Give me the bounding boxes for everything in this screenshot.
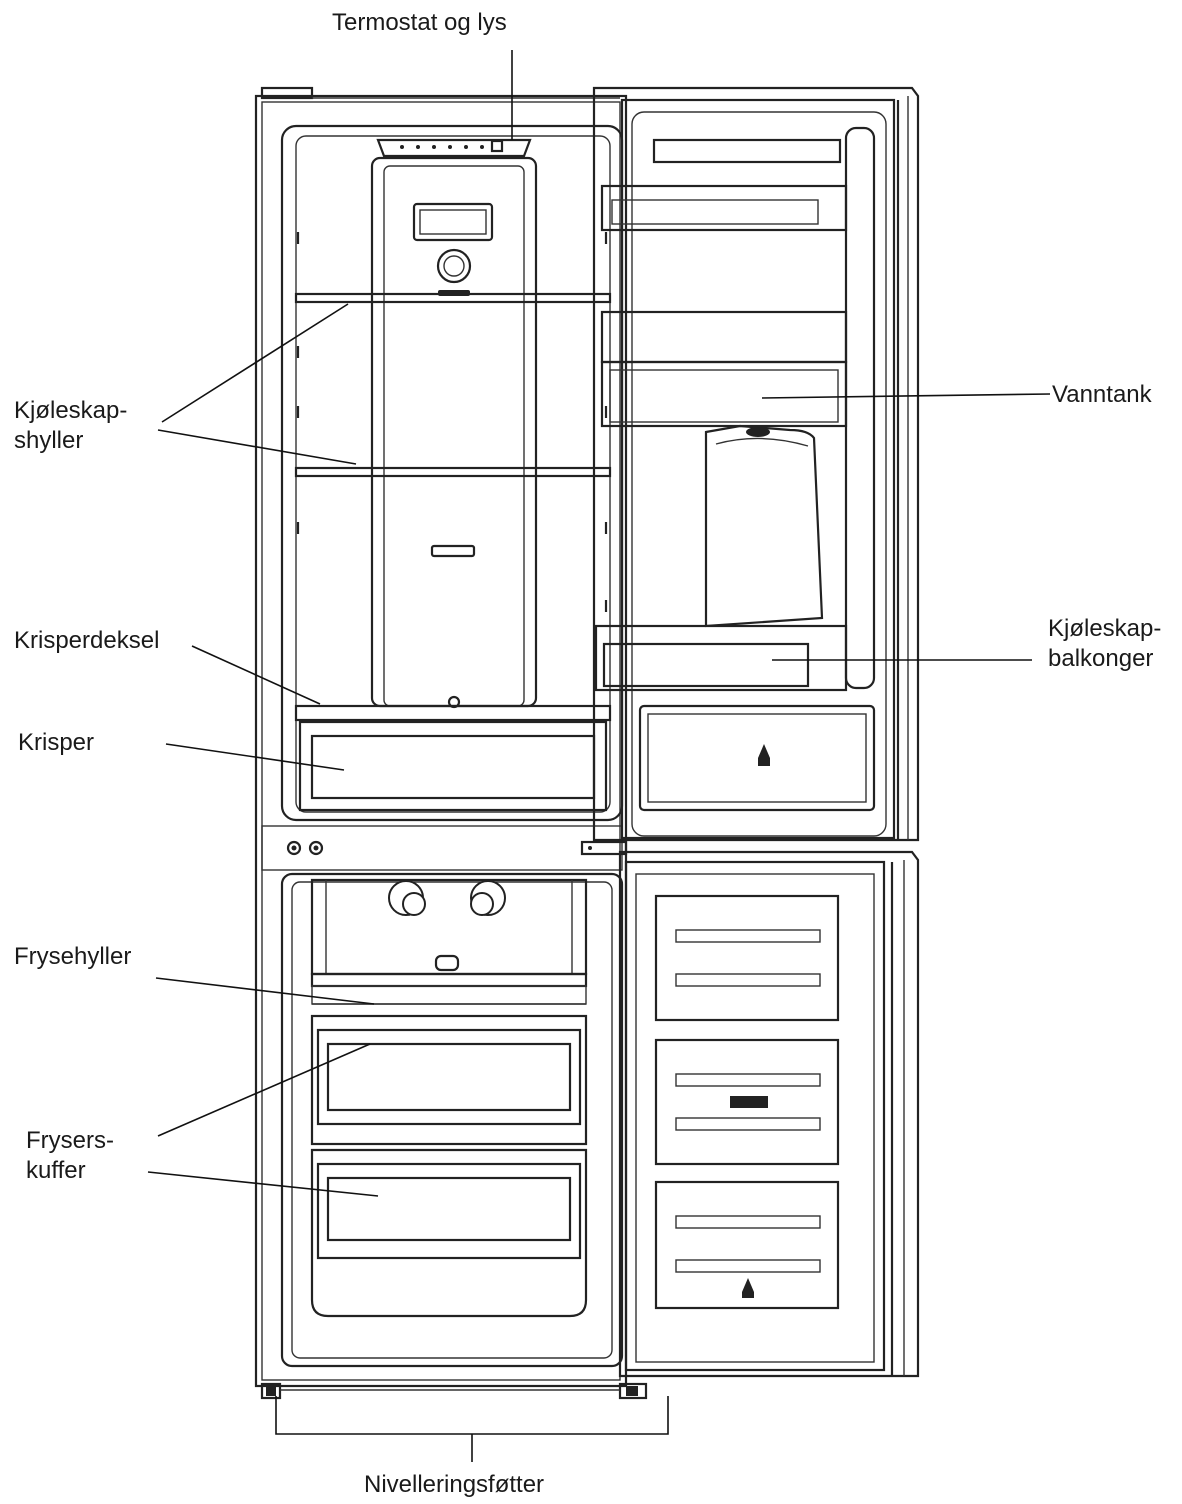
freezer-door-panel-middle (654, 1038, 840, 1166)
label-crisper-cover: Krisperdeksel (14, 627, 160, 654)
fridge-shelf-middle (294, 466, 612, 478)
leveling-foot-right (618, 1382, 648, 1400)
fridge-door (592, 86, 920, 842)
cabinet-body (254, 86, 628, 1388)
freezer-door-panel-bottom (654, 1180, 840, 1310)
freezer-shelf (310, 972, 588, 1005)
ice-maker (310, 878, 588, 976)
label-door-balconies-line1: Kjøleskap- (1048, 615, 1162, 642)
door-balcony-top (600, 184, 848, 232)
label-fridge-shelves-line1: Kjøleskap- (14, 397, 128, 424)
leader-water-tank (761, 393, 1051, 399)
leader-crisper (165, 743, 345, 771)
air-duct (370, 156, 538, 709)
label-thermostat-light: Termostat og lys (332, 9, 507, 36)
label-crisper: Krisper (18, 729, 95, 756)
thermostat-light-unit (376, 138, 532, 158)
freezer-door-panel-top (654, 894, 840, 1022)
leader-crisper-cover (191, 645, 321, 705)
leader-freezer-shelves (155, 977, 375, 1005)
label-freezer-drawers-line1: Frysers- (26, 1127, 114, 1154)
leveling-foot-left (260, 1382, 282, 1400)
door-lower-bin (638, 704, 876, 812)
freezer-door (618, 850, 920, 1378)
freezer-drawer-lower (310, 1148, 588, 1318)
crisper-cover (294, 704, 612, 722)
leader-fridge-shelves (157, 303, 357, 465)
label-door-balconies-line2: balkonger (1048, 645, 1154, 672)
freezer-drawer-upper (310, 1014, 588, 1146)
label-water-tank: Vanntank (1052, 381, 1152, 408)
door-balcony-second (600, 310, 848, 364)
door-balcony-bottom (594, 624, 848, 692)
label-leveling-feet: Nivelleringsføtter (364, 1471, 545, 1498)
leader-leveling-feet (275, 1396, 669, 1462)
fridge-shelf-top (294, 292, 612, 304)
label-freezer-drawers-line2: kuffer (26, 1157, 86, 1184)
crisper-drawer (298, 720, 608, 812)
divider-strip (261, 825, 628, 871)
label-fridge-shelves-line2: shyller (14, 427, 84, 454)
shelf-supports (296, 232, 608, 612)
leader-freezer-drawers (147, 1043, 379, 1197)
water-tank (600, 360, 848, 628)
freezer-compartment (280, 872, 624, 1368)
label-freezer-shelves: Frysehyller (14, 943, 132, 970)
fridge-compartment (280, 124, 624, 822)
